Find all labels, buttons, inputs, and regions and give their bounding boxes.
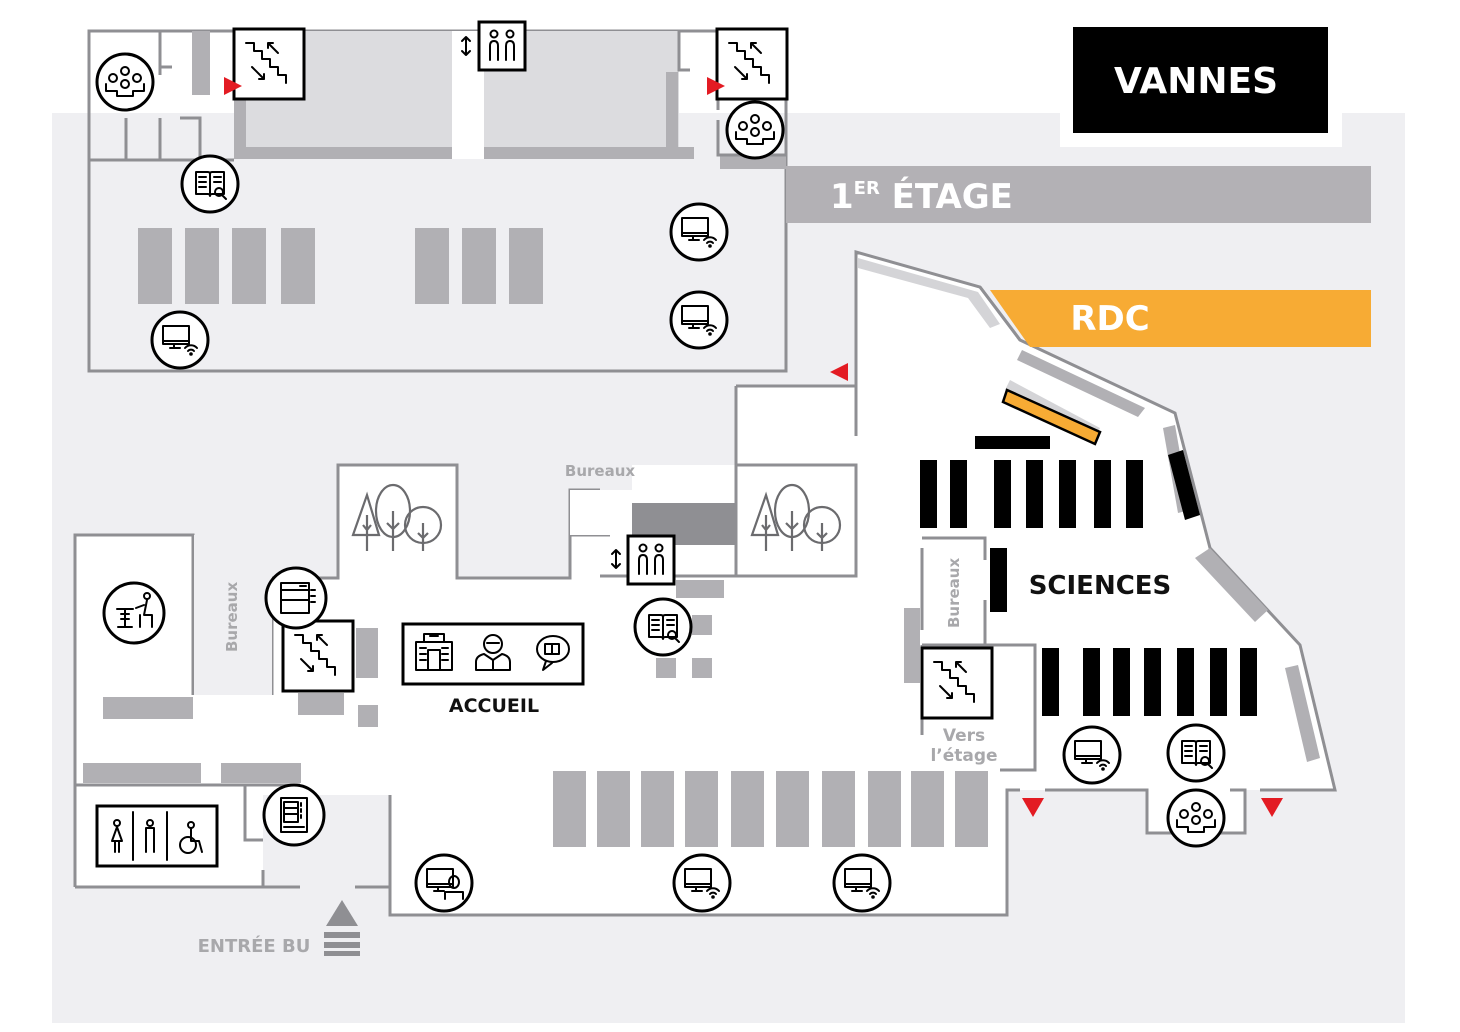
shelf [185, 228, 219, 304]
shelf [1144, 648, 1161, 716]
computer-wifi-icon[interactable] [669, 290, 729, 350]
bureaux-label: Bureaux [223, 582, 241, 652]
library-building-icon [415, 633, 453, 671]
shelf [685, 771, 718, 847]
red-arrow-marker [707, 77, 725, 95]
computer-wifi-icon[interactable] [1062, 725, 1122, 785]
group-work-icon[interactable] [1166, 788, 1226, 848]
stairs-destination-label: Vers [943, 726, 985, 746]
red-arrow-marker [224, 77, 242, 95]
shelf [731, 771, 764, 847]
shelf [138, 228, 172, 304]
study-desk-icon[interactable] [102, 581, 166, 645]
shelf [597, 771, 630, 847]
shelf [822, 771, 855, 847]
computer-wifi-icon[interactable] [672, 853, 732, 913]
computer-user-icon[interactable] [414, 853, 474, 913]
shelf [1059, 460, 1076, 528]
up-down-arrow-icon [611, 549, 621, 569]
legend-ground-floor-bar[interactable] [990, 290, 1371, 347]
shelf [776, 771, 809, 847]
shelf [1094, 460, 1111, 528]
elevator-icon[interactable] [626, 534, 676, 586]
title-box [1073, 27, 1328, 133]
red-arrow-marker [830, 363, 848, 381]
stairs-icon[interactable] [715, 27, 789, 101]
map-title: VANNES [1114, 61, 1278, 102]
ground-floor-block [73, 250, 1337, 917]
shelf [1083, 648, 1100, 716]
sciences-label: SCIENCES [1029, 571, 1172, 601]
help-speech-book-icon [536, 635, 570, 671]
computer-wifi-icon[interactable] [832, 853, 892, 913]
shelf [509, 228, 543, 304]
shelf [868, 771, 901, 847]
legend-first-floor-label: 1ER ÉTAGE [830, 176, 1013, 217]
computer-wifi-icon[interactable] [669, 202, 729, 262]
bureaux-label: Bureaux [945, 558, 963, 628]
red-arrow-marker [1261, 798, 1283, 817]
shelf [415, 228, 449, 304]
shelf [911, 771, 944, 847]
accueil-label: ACCUEIL [449, 695, 539, 717]
group-work-icon[interactable] [95, 52, 155, 112]
shelf [232, 228, 266, 304]
shelf [920, 460, 937, 528]
red-arrow-marker [1022, 798, 1044, 817]
up-down-arrow-icon [461, 36, 471, 56]
shelf [950, 460, 967, 528]
printer-copier-icon[interactable] [264, 566, 328, 630]
vending-machine-icon[interactable] [262, 783, 326, 847]
shelf [281, 228, 315, 304]
catalog-search-icon[interactable] [180, 154, 240, 214]
shelf [641, 771, 674, 847]
shelf [1113, 648, 1130, 716]
entrance-label: ENTRÉE BU [198, 935, 311, 957]
orange-desk [1001, 388, 1102, 446]
stairs-icon[interactable] [920, 646, 994, 720]
shelf [1042, 648, 1059, 716]
bureaux-label: Bureaux [565, 462, 635, 480]
shelf [462, 228, 496, 304]
shelf [1026, 460, 1043, 528]
shelf [1240, 648, 1257, 716]
accueil-desk[interactable] [401, 622, 585, 686]
shelf [955, 771, 988, 847]
shelf [1177, 648, 1194, 716]
catalog-search-icon[interactable] [633, 597, 693, 657]
catalog-search-icon[interactable] [1166, 723, 1226, 783]
librarian-icon [475, 634, 511, 671]
toilets-icon[interactable] [95, 804, 219, 868]
shelf [1126, 460, 1143, 528]
entrance-arrow-icon [326, 900, 358, 926]
entrance-marker[interactable] [324, 900, 360, 956]
stairs-icon[interactable] [281, 619, 355, 693]
computer-wifi-icon[interactable] [150, 310, 210, 370]
shelf [994, 460, 1011, 528]
stairs-destination-label: l’étage [930, 746, 997, 766]
legend-first-floor-bar[interactable] [786, 166, 1371, 223]
shelf [553, 771, 586, 847]
stairs-icon[interactable] [232, 27, 306, 101]
legend-ground-floor-label: RDC [1070, 299, 1149, 339]
elevator-icon[interactable] [477, 20, 527, 72]
group-work-icon[interactable] [725, 100, 785, 160]
shelf [1210, 648, 1227, 716]
